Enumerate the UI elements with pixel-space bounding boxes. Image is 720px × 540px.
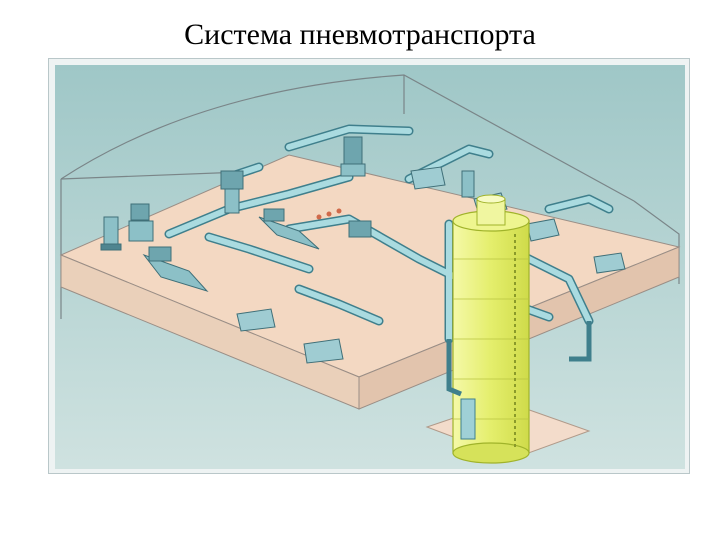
illustration-frame bbox=[48, 58, 690, 474]
pneumatic-system-illustration bbox=[55, 65, 685, 469]
machine-2 bbox=[128, 203, 154, 242]
slide-title: Система пневмотранспорта bbox=[184, 18, 536, 51]
machine-9 bbox=[410, 166, 446, 190]
machine-10 bbox=[348, 220, 372, 238]
silo-tower bbox=[452, 194, 530, 464]
machine-5 bbox=[142, 246, 209, 293]
silo-feed-pipes bbox=[446, 321, 592, 397]
machine-3 bbox=[220, 170, 244, 214]
machine-6 bbox=[258, 208, 320, 250]
machine-1 bbox=[100, 216, 122, 251]
machine-13 bbox=[593, 252, 626, 274]
machine-8 bbox=[303, 338, 344, 364]
machine-4 bbox=[340, 136, 366, 177]
machine-7 bbox=[236, 308, 276, 332]
machine-12 bbox=[526, 218, 560, 242]
red-markers bbox=[316, 208, 342, 220]
